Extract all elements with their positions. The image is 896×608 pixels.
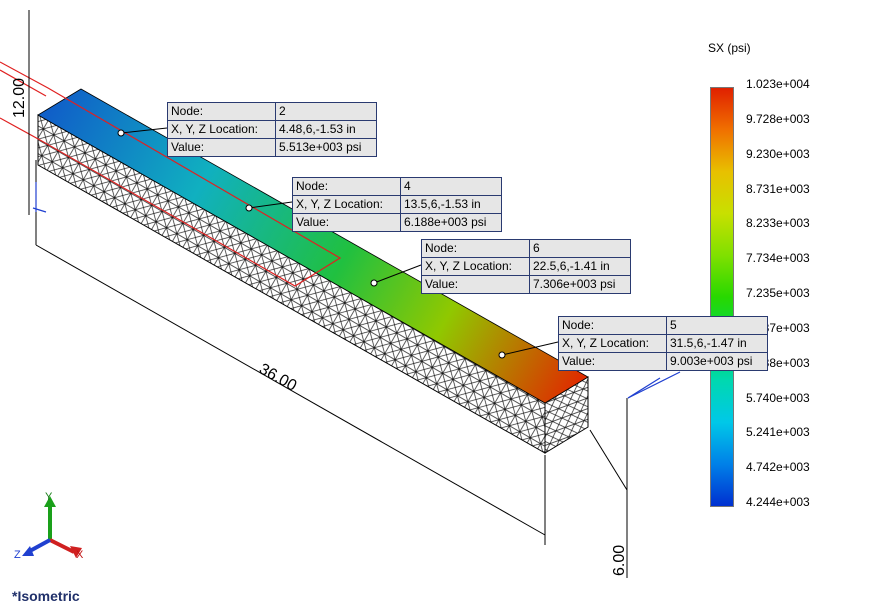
legend-title: SX (psi) bbox=[708, 41, 751, 55]
sketch-outline bbox=[0, 61, 342, 287]
probe-node-5[interactable]: Node:5 X, Y, Z Location:31.5,6,-1.47 in … bbox=[558, 316, 768, 371]
probe-node-label: Node: bbox=[559, 317, 667, 334]
view-orientation-label: *Isometric bbox=[12, 588, 80, 604]
legend-tick-label: 9.728e+003 bbox=[746, 111, 810, 126]
probe-node-label: Node: bbox=[422, 240, 530, 257]
probe-node-value: 6 bbox=[533, 241, 540, 255]
legend-tick-label: 4.742e+003 bbox=[746, 460, 810, 475]
legend-tick-label: 4.244e+003 bbox=[746, 495, 810, 509]
probe-location-label: X, Y, Z Location: bbox=[168, 121, 276, 138]
legend-tick-label: 8.233e+003 bbox=[746, 216, 810, 231]
probe-stress-value: 6.188e+003 psi bbox=[404, 215, 487, 229]
probe-node-value: 5 bbox=[670, 318, 677, 332]
probe-node-label: Node: bbox=[293, 178, 401, 195]
probe-value-label: Value: bbox=[168, 139, 276, 156]
dimension-height-label: 12.00 bbox=[11, 78, 28, 118]
probe-node-value: 4 bbox=[404, 179, 411, 193]
probe-node-label: Node: bbox=[168, 103, 276, 120]
legend-tick-label: 9.230e+003 bbox=[746, 146, 810, 161]
probe-node-value: 2 bbox=[279, 104, 286, 118]
legend-tick-label: 5.740e+003 bbox=[746, 390, 810, 405]
probe-location-value: 13.5,6,-1.53 in bbox=[404, 197, 481, 211]
probe-location-value: 22.5,6,-1.41 in bbox=[533, 259, 610, 273]
probe-stress-value: 5.513e+003 psi bbox=[279, 140, 362, 154]
probe-node-6[interactable]: Node:6 X, Y, Z Location:22.5,6,-1.41 in … bbox=[421, 239, 631, 294]
probe-location-label: X, Y, Z Location: bbox=[559, 335, 667, 352]
probe-location-label: X, Y, Z Location: bbox=[293, 196, 401, 213]
triad-y-label: Y bbox=[45, 491, 53, 503]
dimension-length-label: 36.00 bbox=[256, 361, 299, 395]
probe-location-label: X, Y, Z Location: bbox=[422, 258, 530, 275]
probe-node-2[interactable]: Node:2 X, Y, Z Location:4.48,6,-1.53 in … bbox=[167, 102, 377, 157]
probe-stress-value: 9.003e+003 psi bbox=[670, 354, 753, 368]
orientation-triad-icon: Y X Z bbox=[14, 491, 84, 561]
probe-location-value: 31.5,6,-1.47 in bbox=[670, 336, 747, 350]
legend-color-bar bbox=[710, 87, 734, 507]
legend-tick-label: 8.731e+003 bbox=[746, 181, 810, 196]
dimension-lines bbox=[28, 10, 628, 578]
dimension-depth-label: 6.00 bbox=[611, 545, 628, 576]
triad-z-label: Z bbox=[14, 549, 21, 561]
part-origin-icon bbox=[32, 182, 681, 399]
triad-x-label: X bbox=[76, 549, 84, 561]
probe-leaders bbox=[117, 127, 559, 359]
probe-value-label: Value: bbox=[559, 353, 667, 370]
probe-location-value: 4.48,6,-1.53 in bbox=[279, 122, 356, 136]
beam-top-face bbox=[37, 88, 589, 404]
probe-value-label: Value: bbox=[422, 276, 530, 293]
probe-value-label: Value: bbox=[293, 214, 401, 231]
legend-tick-label: 7.235e+003 bbox=[746, 286, 810, 300]
probe-stress-value: 7.306e+003 psi bbox=[533, 277, 616, 291]
legend-tick-label: 7.734e+003 bbox=[746, 251, 810, 266]
legend-tick-label: 5.241e+003 bbox=[746, 425, 810, 440]
legend-tick-label: 1.023e+004 bbox=[746, 77, 810, 91]
probe-node-4[interactable]: Node:4 X, Y, Z Location:13.5,6,-1.53 in … bbox=[292, 177, 502, 232]
